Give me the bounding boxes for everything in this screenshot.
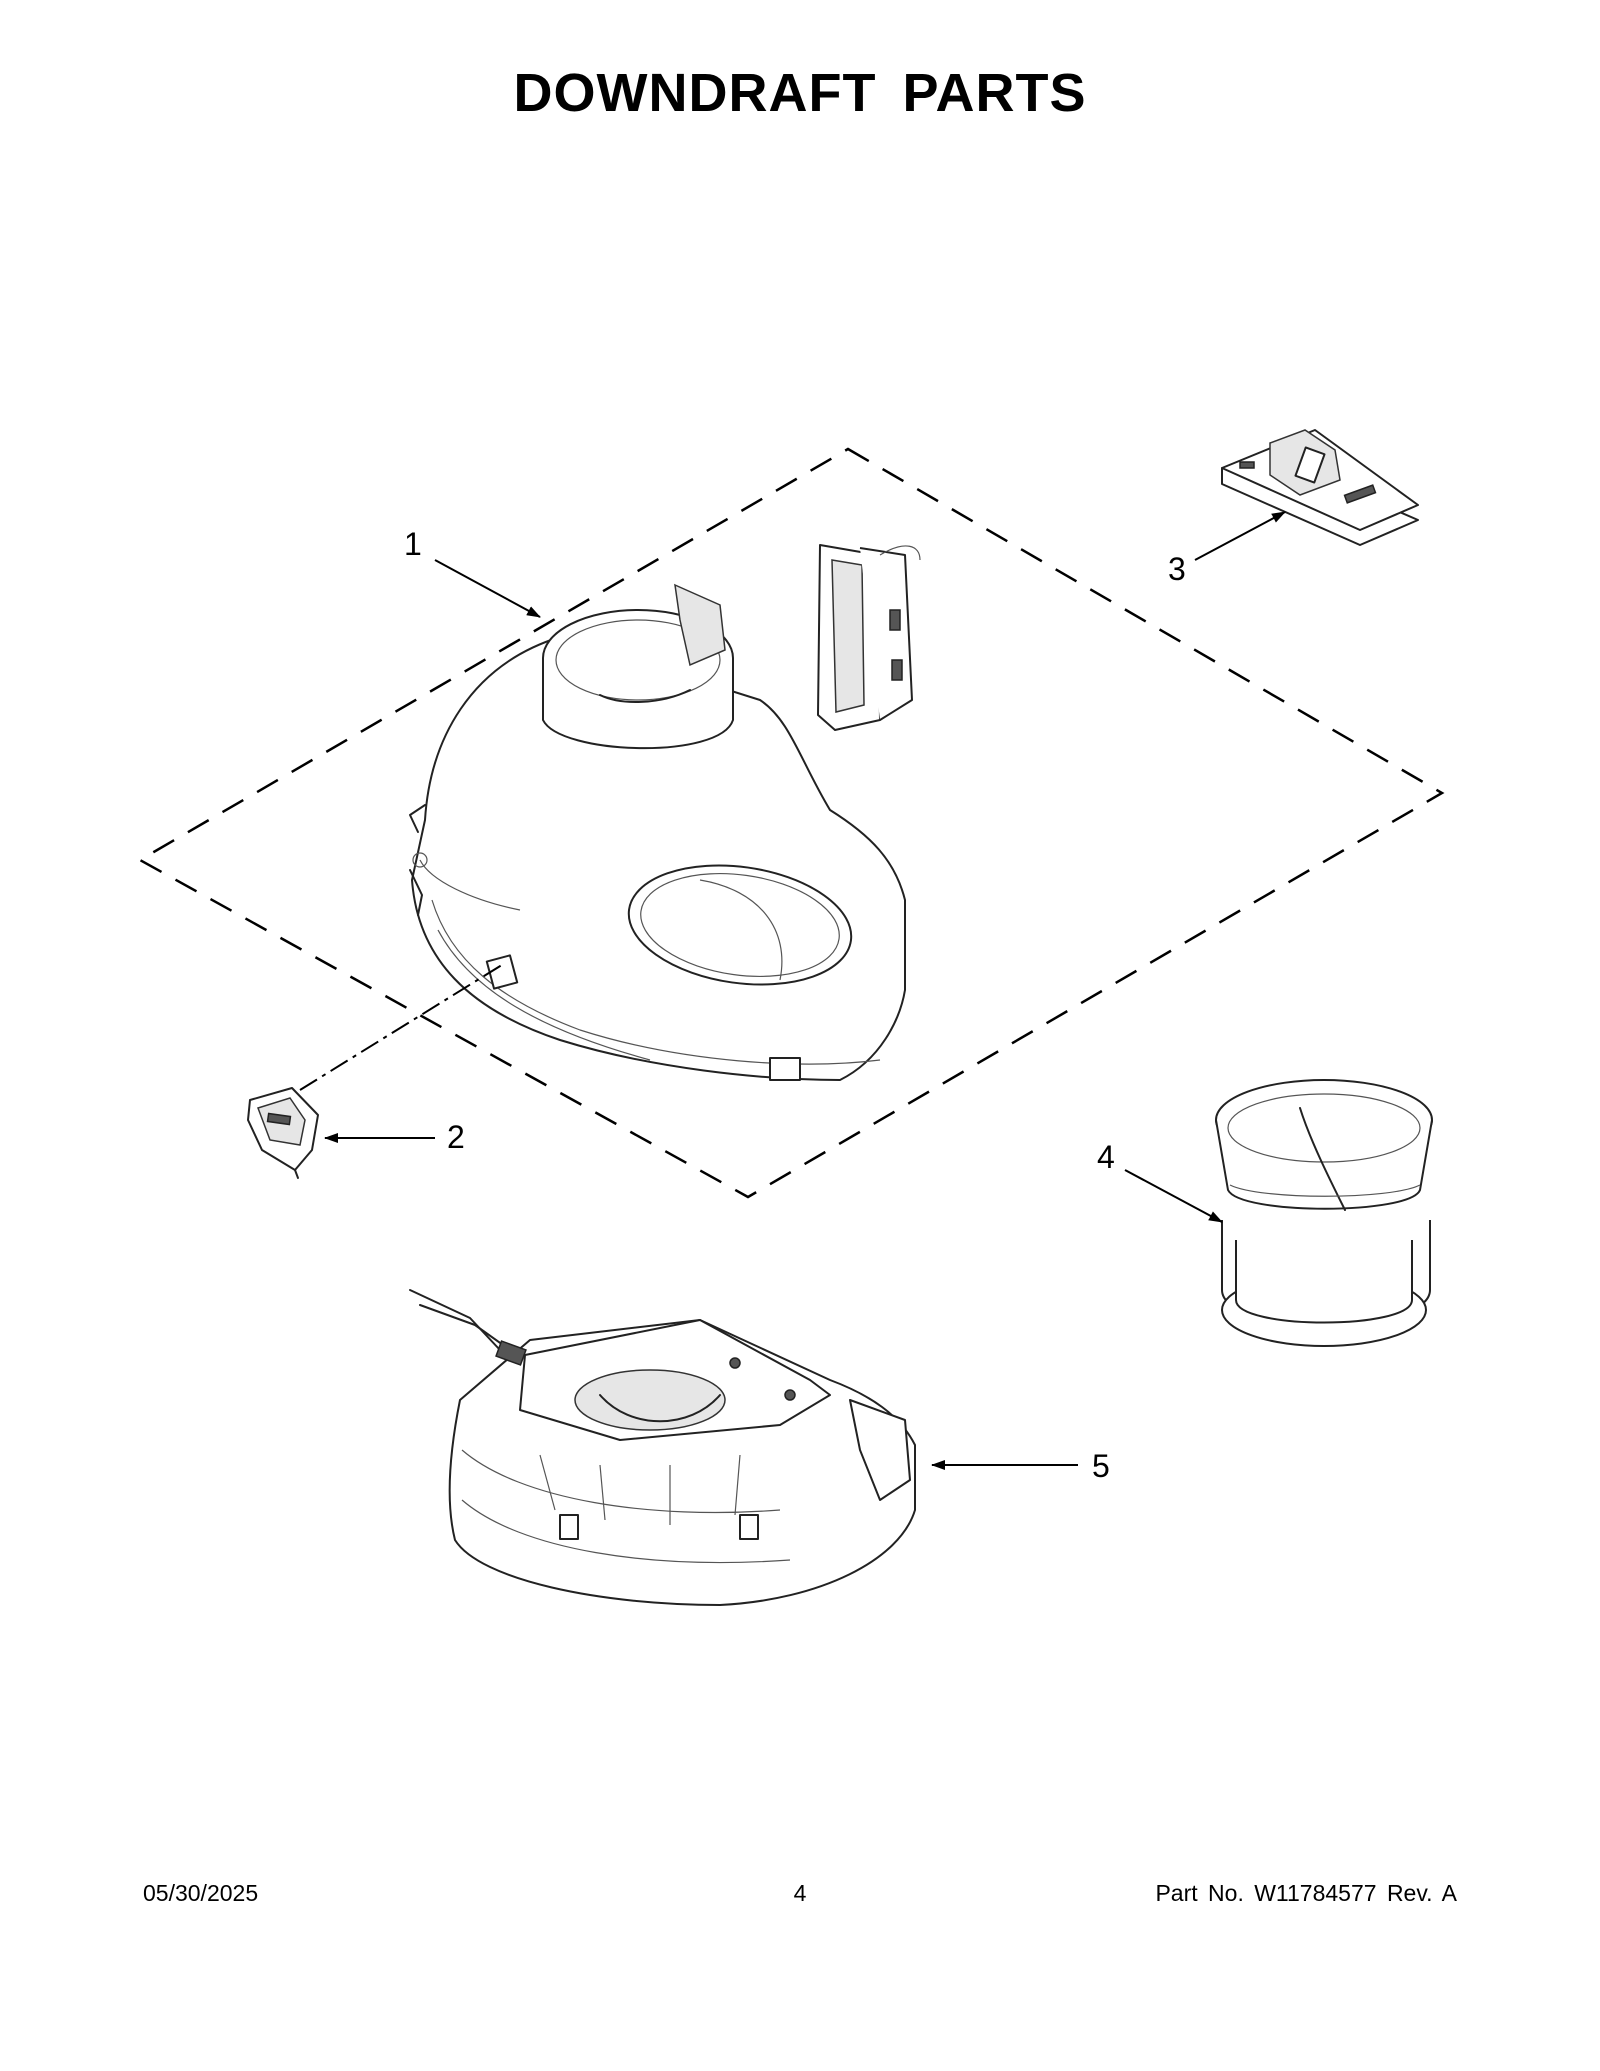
upper-housing-part	[409, 583, 906, 1081]
bracket-part	[817, 544, 921, 731]
assembly-boundary	[137, 447, 1445, 1199]
callout-3-leader	[1194, 511, 1286, 561]
callout-4-leader	[1124, 1169, 1223, 1223]
footer-part-number: Part No. W11784577 Rev. A	[1155, 1880, 1457, 1906]
callout-1-leader	[434, 559, 541, 618]
callout-4: 4	[1097, 1139, 1115, 1175]
callout-3: 3	[1168, 551, 1186, 587]
filter-cylinder-part	[1215, 1079, 1433, 1347]
callout-1: 1	[404, 526, 422, 562]
clip-part	[247, 1087, 319, 1179]
blower-part	[409, 1289, 916, 1606]
control-board-part	[1221, 429, 1419, 546]
clip-alignment-line	[299, 962, 506, 1091]
callout-2: 2	[447, 1119, 465, 1155]
footer-date: 05/30/2025	[143, 1880, 259, 1906]
footer-page-number: 4	[793, 1880, 807, 1906]
page-title: DOWNDRAFT PARTS	[513, 63, 1087, 123]
callout-5: 5	[1092, 1448, 1110, 1484]
